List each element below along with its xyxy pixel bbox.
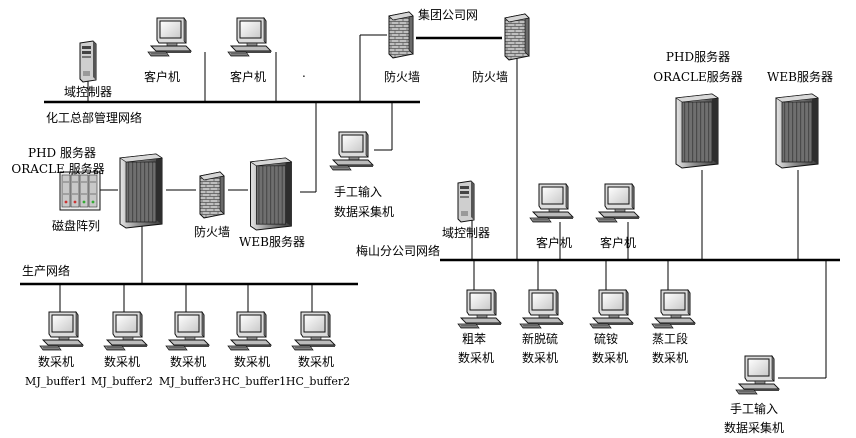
plant-firewall-icon bbox=[199, 171, 225, 219]
plant-web-server-label: WEB服务器 bbox=[239, 235, 305, 249]
hq-client1-label: 客户机 bbox=[143, 70, 181, 84]
branch-network-label: 梅山分公司网络 bbox=[355, 244, 441, 258]
production-node-5-name: HC_buffer2 bbox=[285, 375, 351, 388]
production-node-computer-icon bbox=[227, 311, 272, 351]
branch-node-2-type: 数采机 bbox=[521, 351, 559, 365]
plant-web-server-icon bbox=[250, 157, 292, 231]
hq-domain-controller-label: 域控制器 bbox=[63, 85, 113, 99]
branch-node-4-type: 数采机 bbox=[651, 351, 689, 365]
production-node-2-type: 数采机 bbox=[103, 355, 141, 369]
branch-node-computer-icon bbox=[457, 289, 502, 329]
production-node-5-type: 数采机 bbox=[297, 355, 335, 369]
domain-controller-tower-icon bbox=[79, 40, 97, 83]
group-network-label: 集团公司网 bbox=[417, 8, 479, 22]
branch-node-1-type: 数采机 bbox=[457, 351, 495, 365]
production-node-1-name: MJ_buffer1 bbox=[25, 375, 87, 388]
branch-manual-input-label-line2: 数据采集机 bbox=[723, 421, 785, 435]
disk-array-label: 磁盘阵列 bbox=[51, 219, 101, 233]
branch-client2-label: 客户机 bbox=[599, 236, 637, 250]
branch-node-4-name: 蒸工段 bbox=[651, 332, 689, 346]
hq-manual-input-label-line1: 手工输入 bbox=[333, 185, 383, 199]
stray-mark: . bbox=[302, 66, 306, 80]
hq-firewall-left-label: 防火墙 bbox=[383, 70, 421, 84]
production-node-4-name: HC_buffer1 bbox=[221, 375, 287, 388]
hq-network-label: 化工总部管理网络 bbox=[46, 111, 143, 125]
hq-client2-label: 客户机 bbox=[229, 70, 267, 84]
branch-phd-oracle-server-icon bbox=[675, 93, 719, 169]
branch-client1-computer-icon bbox=[529, 183, 574, 223]
branch-domain-controller-tower-icon bbox=[457, 180, 475, 223]
hq-client2-computer-icon bbox=[227, 17, 272, 57]
branch-client1-label: 客户机 bbox=[535, 236, 573, 250]
branch-node-2-name: 新脱硫 bbox=[521, 332, 559, 346]
branch-manual-input-computer-icon bbox=[735, 355, 780, 395]
production-node-4-type: 数采机 bbox=[233, 355, 271, 369]
branch-node-1-name: 粗苯 bbox=[461, 332, 487, 346]
hq-client1-computer-icon bbox=[147, 17, 192, 57]
production-node-computer-icon bbox=[39, 311, 84, 351]
branch-node-3-type: 数采机 bbox=[591, 351, 629, 365]
hq-manual-input-computer-icon bbox=[329, 131, 374, 171]
network-lines bbox=[20, 34, 840, 379]
branch-node-3-name: 硫铵 bbox=[593, 332, 619, 346]
production-node-2-name: MJ_buffer2 bbox=[91, 375, 153, 388]
branch-domain-controller-label: 域控制器 bbox=[441, 226, 491, 240]
hq-firewall-left-icon bbox=[388, 11, 414, 59]
branch-node-computer-icon bbox=[651, 289, 696, 329]
production-node-computer-icon bbox=[103, 311, 148, 351]
branch-web-server-icon bbox=[775, 93, 819, 169]
production-network-label: 生产网络 bbox=[22, 264, 71, 278]
production-node-3-name: MJ_buffer3 bbox=[159, 375, 221, 388]
plant-phd-oracle-server-icon bbox=[119, 153, 163, 229]
production-node-1-type: 数采机 bbox=[37, 355, 75, 369]
branch-manual-input-label-line1: 手工输入 bbox=[729, 402, 779, 416]
branch-phd-label-line2: ORACLE服务器 bbox=[653, 70, 743, 84]
disk-array-icon bbox=[59, 171, 101, 211]
plant-server-label-line1: PHD 服务器 bbox=[28, 146, 96, 160]
production-node-computer-icon bbox=[165, 311, 210, 351]
branch-web-server-label: WEB服务器 bbox=[767, 70, 833, 84]
hq-firewall-right-label: 防火墙 bbox=[471, 70, 509, 84]
production-node-computer-icon bbox=[291, 311, 336, 351]
branch-client2-computer-icon bbox=[595, 183, 640, 223]
hq-firewall-right-icon bbox=[504, 13, 530, 61]
plant-firewall-label: 防火墙 bbox=[193, 225, 231, 239]
plant-server-label-line2: ORACLE 服务器 bbox=[11, 162, 105, 176]
production-node-3-type: 数采机 bbox=[169, 355, 207, 369]
branch-node-computer-icon bbox=[589, 289, 634, 329]
branch-node-computer-icon bbox=[519, 289, 564, 329]
hq-manual-input-label-line2: 数据采集机 bbox=[333, 205, 395, 219]
branch-phd-label-line1: PHD服务器 bbox=[665, 50, 731, 64]
